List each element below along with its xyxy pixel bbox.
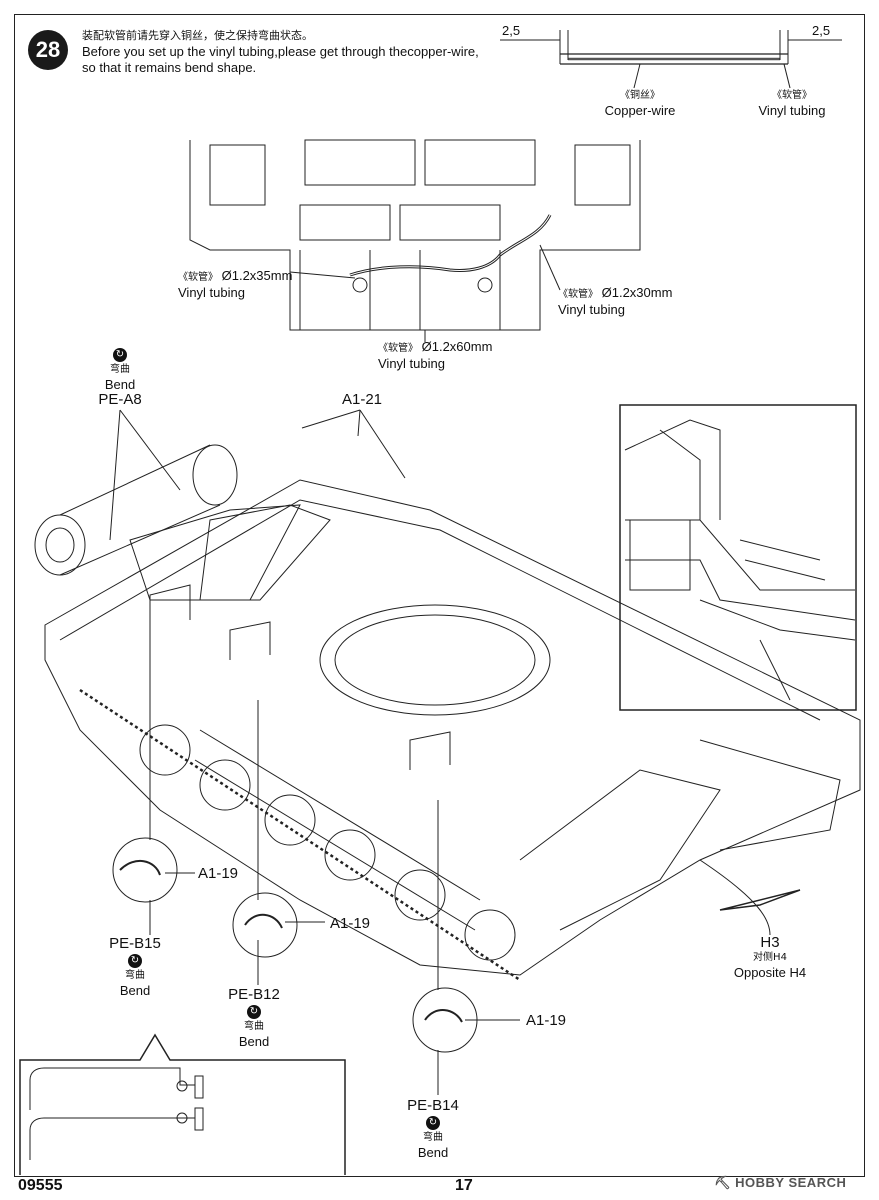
page-number: 17	[455, 1177, 473, 1194]
hobby-search-watermark: ⛏ HOBBY SEARCH	[714, 1175, 847, 1190]
step-number: 28	[35, 37, 61, 62]
step-number-badge: 28	[28, 30, 68, 70]
bend-detail-inset	[19, 1033, 346, 1175]
pe-a8-callout: ↻ 弯曲 Bend PE-A8	[98, 348, 142, 408]
instruction-cn: 装配软管前请先穿入铜丝，使之保持弯曲状态。	[82, 29, 313, 42]
kit-number: 09555	[18, 1177, 63, 1194]
step-instruction: 装配软管前请先穿入铜丝，使之保持弯曲状态。 Before you set up …	[82, 28, 479, 76]
bend-detail-drawing	[29, 1067, 204, 1160]
detail-inset-box	[619, 404, 857, 711]
pe-b14-callout: PE-B14 ↻ 弯曲 Bend	[407, 1097, 459, 1160]
h3-part-drawing	[719, 889, 801, 911]
copper-wire-diagram	[500, 30, 842, 89]
vinyl-tubing-label: 《软管》 Vinyl tubing	[758, 90, 826, 118]
dim-left-label: 2,5	[502, 23, 521, 38]
part-a1-19-label-3: A1-19	[526, 1012, 567, 1029]
page-frame	[14, 14, 865, 1177]
rear-view-drawing	[189, 139, 641, 342]
pe-b12-callout: PE-B12 ↻ 弯曲 Bend	[228, 986, 280, 1049]
pe-b15-callout: PE-B15 ↻ 弯曲 Bend	[109, 935, 161, 998]
bend-icon: ↻	[426, 1116, 440, 1130]
part-a1-19-label-1: A1-19	[198, 865, 239, 882]
tube-label-35mm: 《软管》 Ø1.2x35mm Vinyl tubing	[178, 268, 293, 300]
instruction-en-line2: so that it remains bend shape.	[82, 60, 257, 75]
detail-circle-pe-b12	[232, 892, 298, 958]
detail-circle-pe-b15	[112, 837, 178, 903]
dim-right-label: 2,5	[812, 23, 831, 38]
bend-icon: ↻	[113, 348, 127, 362]
part-a1-19-label-2: A1-19	[330, 915, 371, 932]
copper-wire-label: 《铜丝》 Copper-wire	[604, 90, 676, 118]
tank-hull-drawing	[34, 444, 861, 982]
hobby-search-logo-icon: ⛏	[714, 1175, 732, 1190]
tube-label-60mm: 《软管》 Ø1.2x60mm Vinyl tubing	[378, 339, 493, 371]
tube-label-30mm: 《软管》 Ø1.2x30mm Vinyl tubing	[558, 285, 673, 317]
instruction-en-line1: Before you set up the vinyl tubing,pleas…	[82, 44, 479, 59]
detail-inset-drawing	[624, 419, 856, 701]
part-a1-21-label: A1-21	[342, 391, 383, 408]
h3-callout: H3 对侧H4 Opposite H4	[733, 934, 807, 980]
leader-lines	[109, 409, 771, 1095]
detail-circle-pe-b14	[412, 987, 478, 1053]
bend-icon: ↻	[128, 954, 142, 968]
bend-icon: ↻	[247, 1005, 261, 1019]
